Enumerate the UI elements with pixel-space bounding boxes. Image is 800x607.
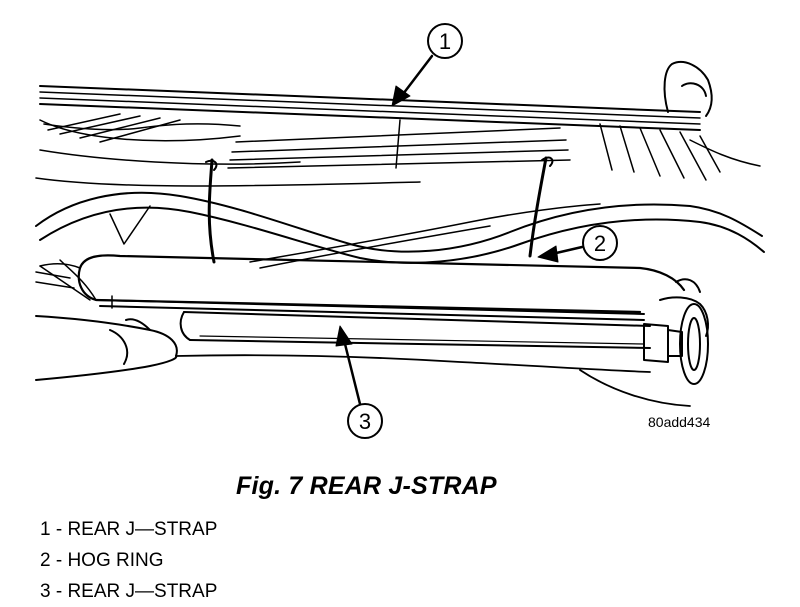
seat-cushion-roll — [35, 254, 686, 314]
thumb-top-right — [663, 61, 713, 117]
callout-1: 1 — [391, 23, 463, 107]
rear-j-strap-illustration: 1 2 3 — [35, 23, 765, 439]
callout-legend: 1 - REAR J—STRAP 2 - HOG RING 3 - REAR J… — [40, 514, 217, 607]
callout-1-number: 1 — [439, 29, 451, 54]
lower-fabric-edge — [175, 354, 691, 407]
callout-2-number: 2 — [594, 231, 606, 256]
figure-id-code: 80add434 — [648, 414, 711, 430]
legend-item-3: 3 - REAR J—STRAP — [40, 581, 218, 602]
tube-end-fitting — [643, 278, 709, 385]
j-strap-rod — [95, 295, 651, 349]
callout-3: 3 — [335, 325, 383, 439]
callout-2: 2 — [537, 225, 618, 263]
legend-item-2: 2 - HOG RING — [40, 550, 164, 571]
top-header-bar — [39, 85, 701, 131]
seat-frame-background — [35, 113, 761, 187]
legend-item-1: 1 - REAR J—STRAP — [40, 519, 218, 540]
listing-wires — [205, 119, 571, 264]
figure-caption: Fig. 7 REAR J-STRAP — [236, 472, 497, 500]
hand-left — [35, 259, 178, 381]
callout-3-number: 3 — [359, 409, 371, 434]
